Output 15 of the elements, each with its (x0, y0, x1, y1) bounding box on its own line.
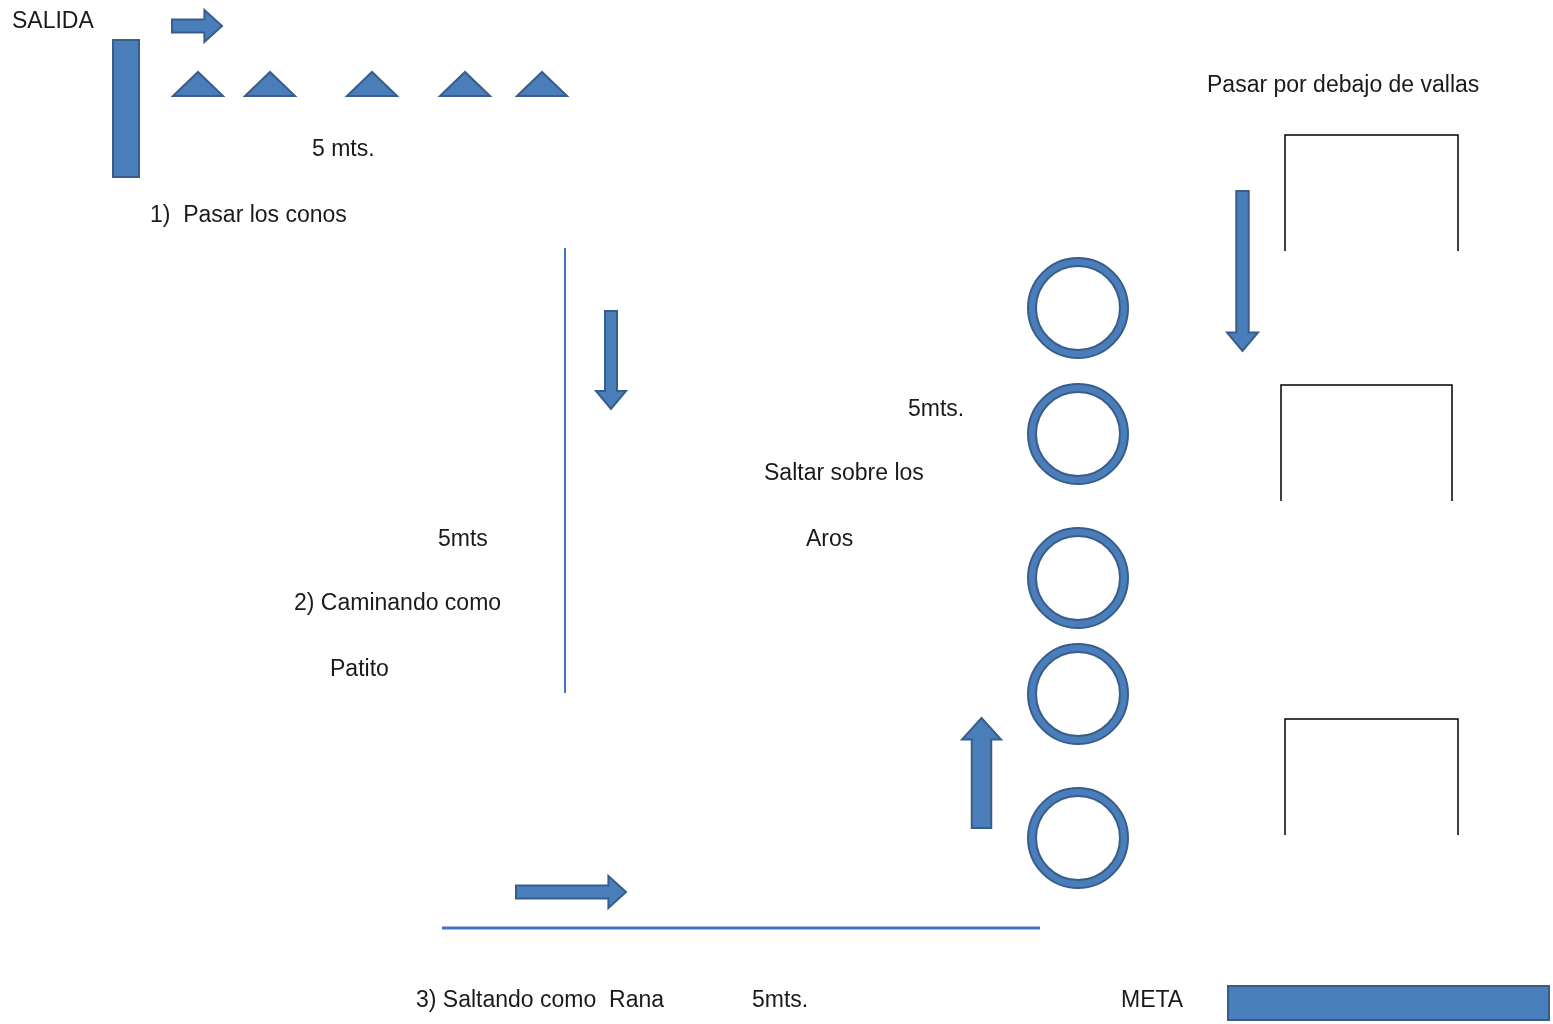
distance-label: 5mts. (752, 985, 809, 1013)
station-label: 3) Saltando como Rana (416, 985, 665, 1013)
start-bar (112, 39, 140, 178)
station-label: 1) Pasar los conos (150, 200, 347, 228)
distance-label: 5 mts. (312, 134, 375, 162)
station-label: Saltar sobre los (764, 458, 924, 486)
distance-label: 5mts. (908, 394, 965, 422)
distance-label: 5mts (438, 524, 488, 552)
station-label: Pasar por debajo de vallas (1207, 70, 1480, 98)
station-label: Aros (806, 524, 854, 552)
finish-label: META (1121, 985, 1184, 1013)
station-label: 2) Caminando como (294, 588, 502, 616)
finish-bar (1227, 985, 1550, 1021)
start-label: SALIDA (12, 6, 94, 34)
station-label: Patito (330, 654, 389, 682)
